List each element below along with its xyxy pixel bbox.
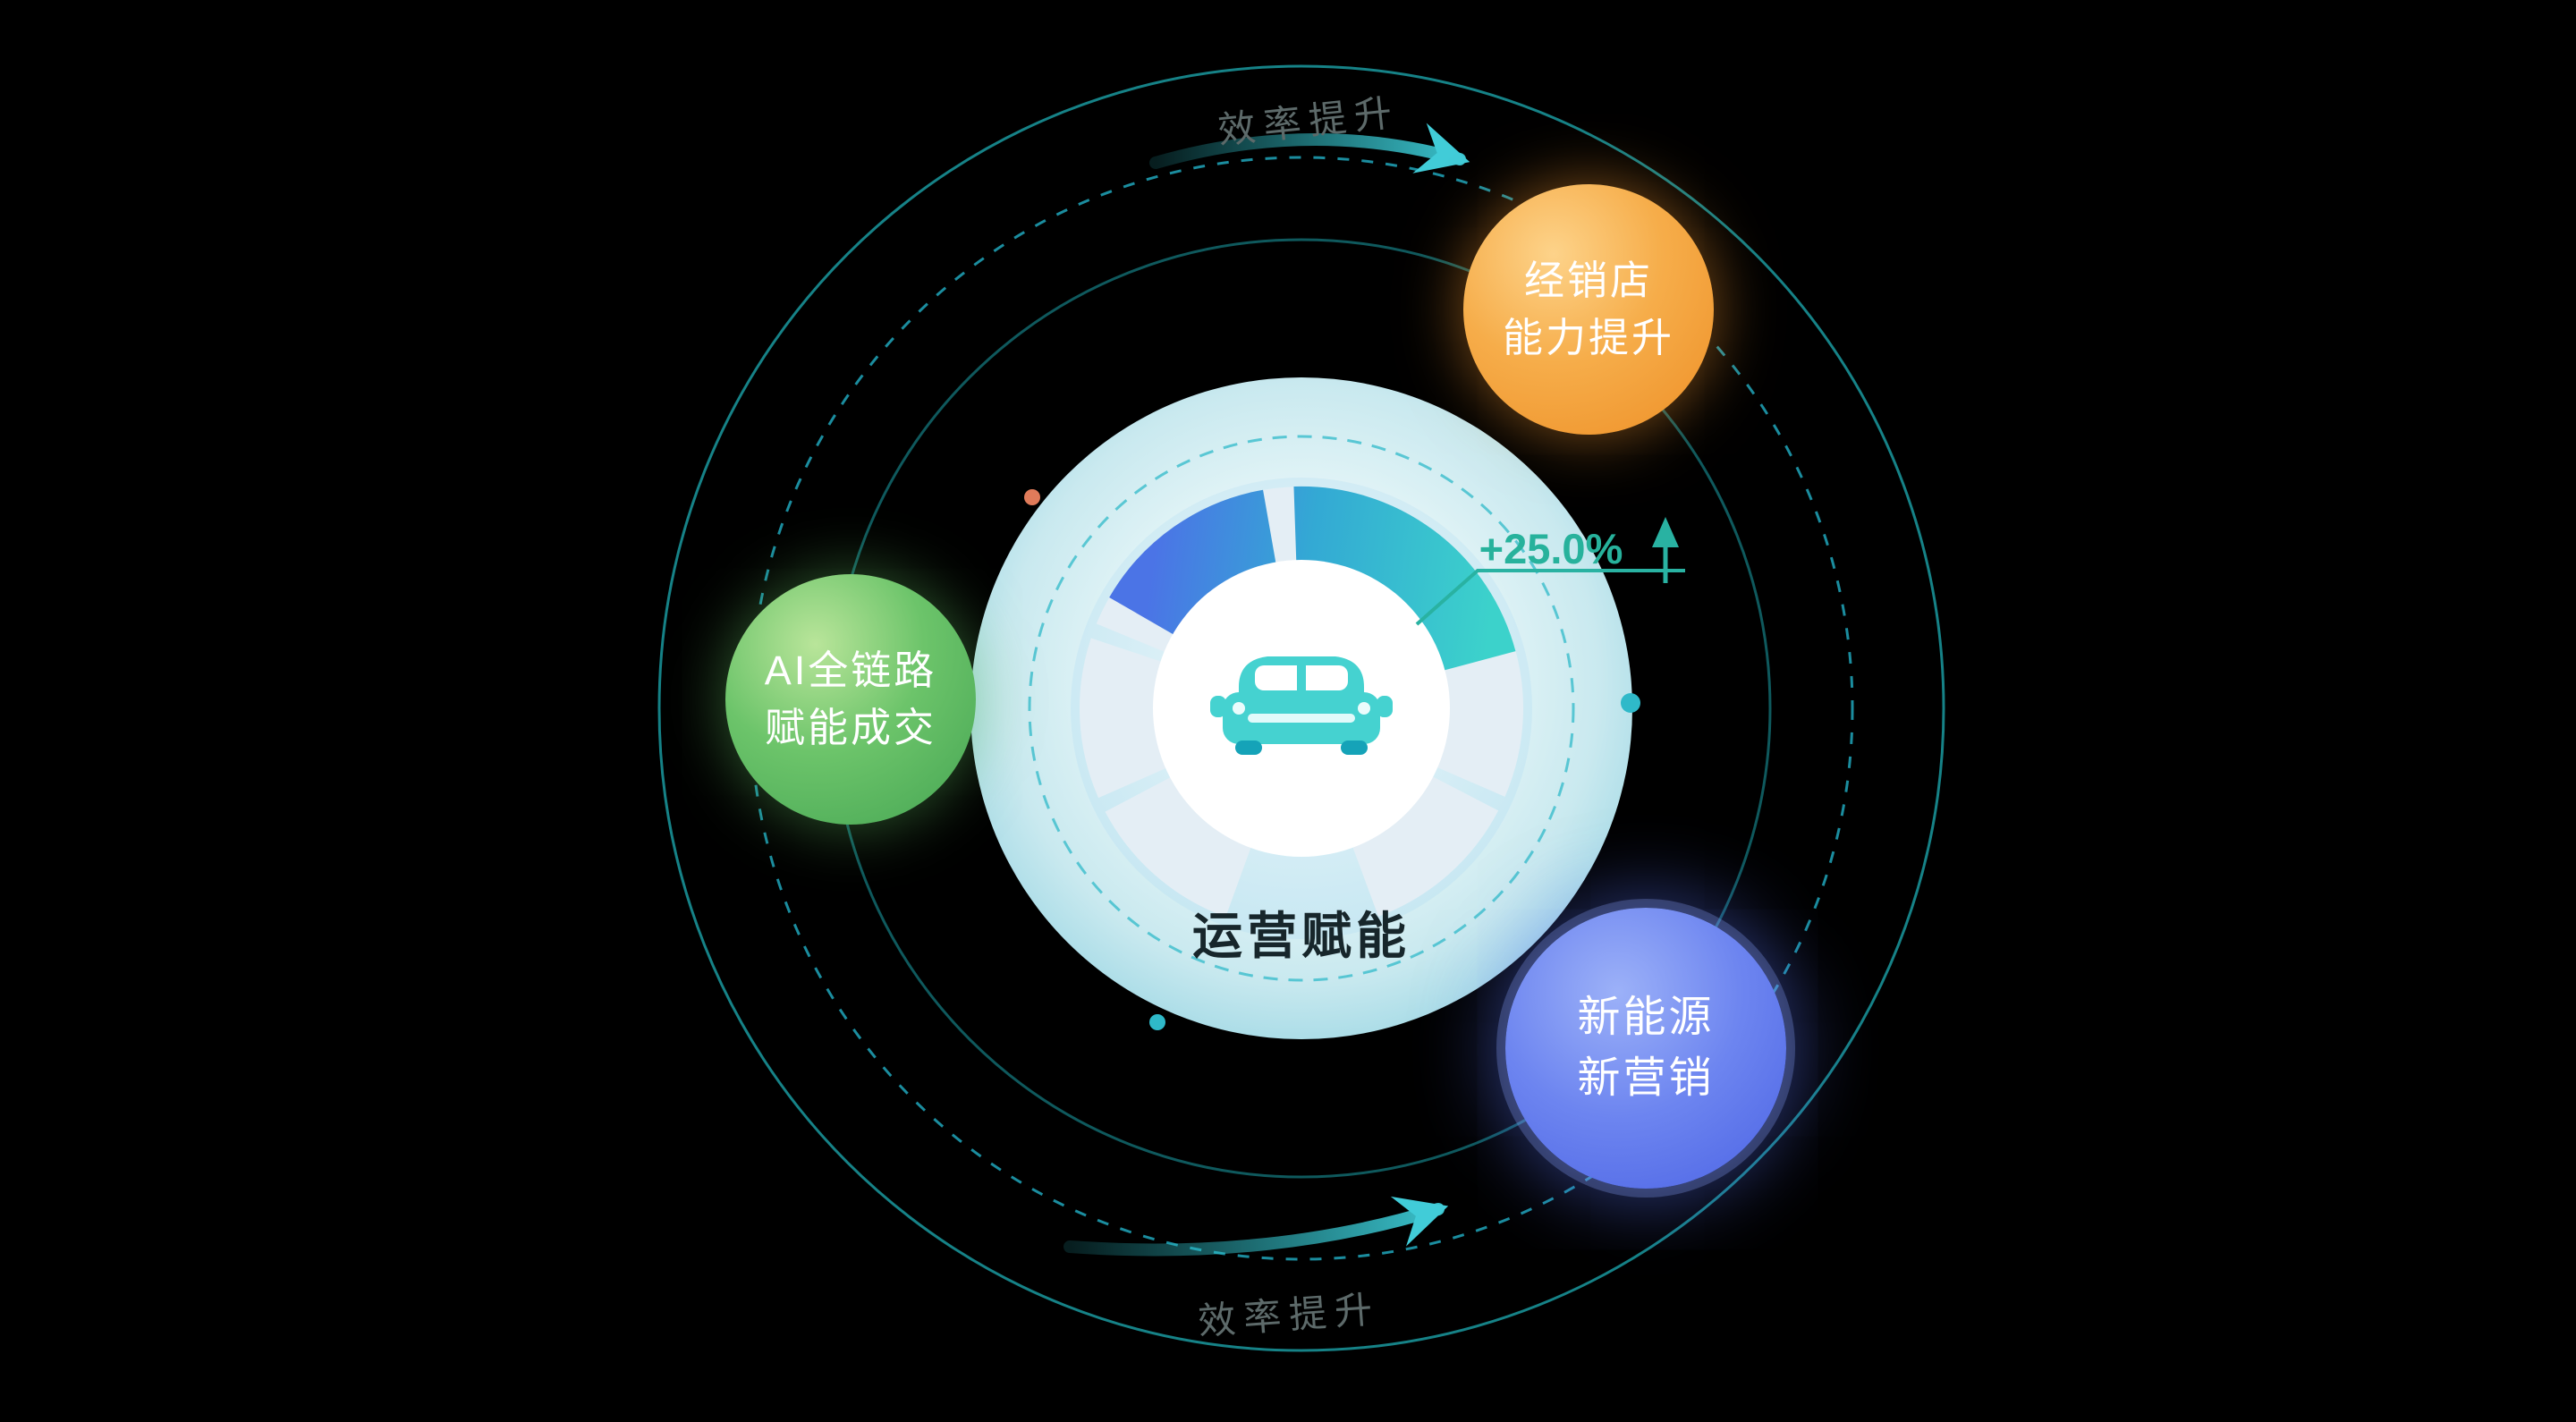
bubble-ai-line1: AI全链路: [764, 648, 937, 694]
bubble-ai-full-chain: AI全链路 赋能成交: [725, 574, 976, 825]
hub-label: 运营赋能: [1192, 908, 1411, 964]
car-grille: [1248, 714, 1355, 723]
car-window-pillar: [1297, 665, 1306, 690]
hub-dashed-ring: [1028, 435, 1575, 982]
dot-teal-right: [1621, 693, 1640, 713]
bubble-nev-new-marketing: 新能源 新营销: [1505, 908, 1786, 1189]
orbit-ring-outer: [657, 64, 1945, 1352]
metric-leader-line: [1415, 569, 1685, 626]
bubble-ai-line2: 赋能成交: [764, 705, 936, 750]
gauge-arc-right: [1293, 486, 1516, 673]
flow-arrow-top: [1149, 123, 1470, 174]
dot-orange: [1024, 489, 1040, 505]
car-wheel-left: [1235, 741, 1262, 755]
metric-value: +25.0%: [1479, 525, 1623, 572]
car-icon: [1210, 656, 1393, 755]
orbit-ring-dashed: [749, 156, 1854, 1261]
bubble-dealer-capability: 经销店 能力提升: [1463, 184, 1714, 435]
metric-up-arrow-head: [1652, 517, 1679, 547]
bubble-nev-line1: 新能源: [1577, 993, 1715, 1041]
bubble-dealer-line2: 能力提升: [1502, 315, 1674, 360]
bubble-dealer-line1: 经销店: [1523, 258, 1653, 304]
car-headlight-left: [1233, 702, 1245, 715]
dot-teal-bottom: [1149, 1014, 1165, 1030]
gauge-arc-left: [1109, 489, 1279, 640]
car-mirror-right: [1377, 696, 1393, 717]
car-headlight-right: [1358, 702, 1370, 715]
car-wheel-right: [1341, 741, 1368, 755]
car-mirror-left: [1210, 696, 1226, 717]
bubble-nev-line2: 新营销: [1577, 1054, 1715, 1102]
flow-arrow-bottom: [1063, 1196, 1449, 1257]
